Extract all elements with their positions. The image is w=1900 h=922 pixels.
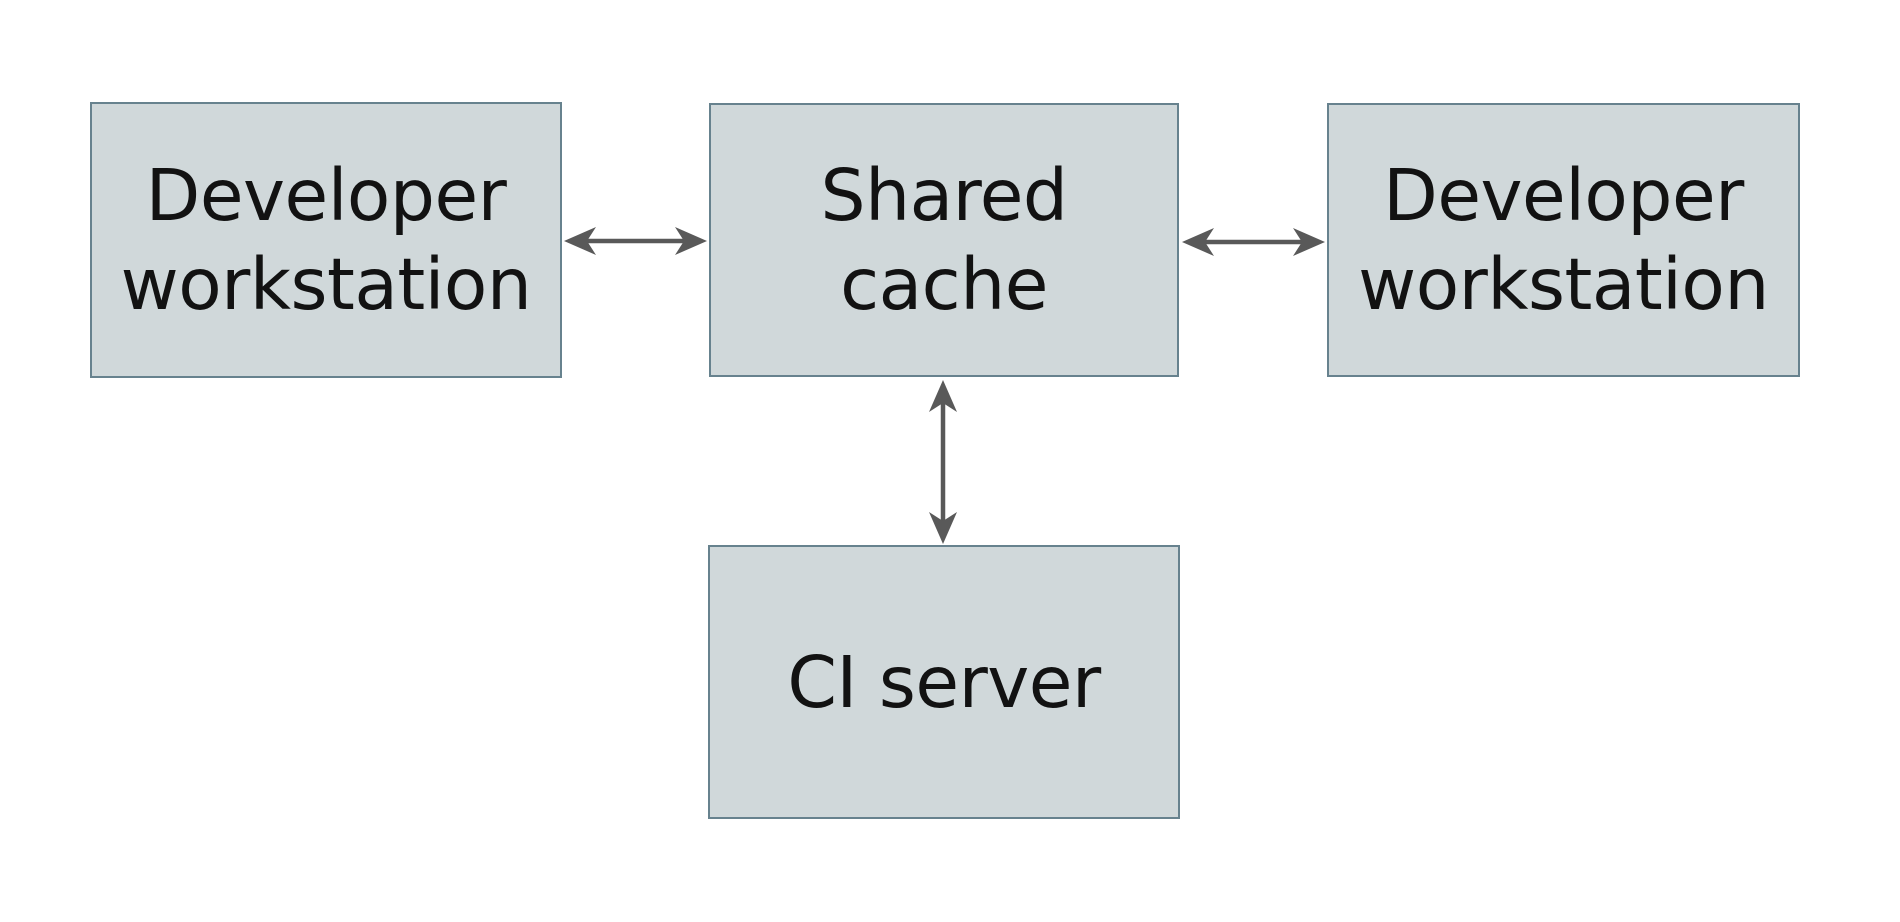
node-label-line: cache <box>840 243 1048 326</box>
node-label-line: CI server <box>787 640 1101 724</box>
node-ci-server: CI server <box>708 545 1180 819</box>
node-label-line: workstation <box>120 243 532 326</box>
node-label-line: workstation <box>1358 243 1769 326</box>
node-label-line: Developer <box>145 154 507 237</box>
node-developer-workstation-left: Developer workstation <box>90 102 562 378</box>
node-label-line: Developer <box>1383 154 1744 237</box>
node-developer-workstation-right: Developer workstation <box>1327 103 1800 377</box>
node-label-line: Shared <box>820 154 1068 237</box>
node-shared-cache: Shared cache <box>709 103 1179 377</box>
